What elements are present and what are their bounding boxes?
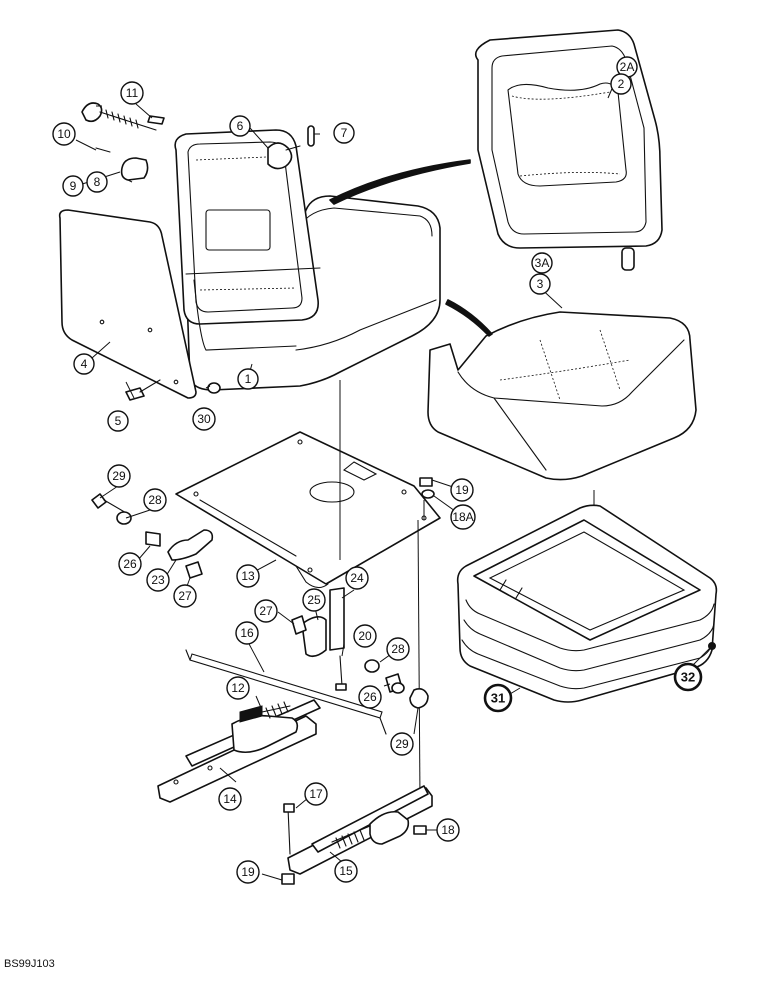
callout-32: 32: [673, 662, 703, 692]
callout-18: 18: [436, 818, 460, 842]
explode-arrow-cushion: [445, 299, 493, 337]
callout-17: 17: [304, 782, 328, 806]
callout-5: 5: [107, 410, 129, 432]
svg-text:28: 28: [391, 642, 405, 656]
svg-text:31: 31: [491, 691, 505, 706]
callout-23: 23: [146, 568, 170, 592]
svg-text:26: 26: [363, 690, 377, 704]
drawing-code: BS99J103: [4, 958, 55, 970]
svg-text:6: 6: [237, 119, 244, 133]
callout-3a: 3A: [531, 252, 553, 274]
callout-14: 14: [218, 787, 242, 811]
svg-text:29: 29: [395, 737, 409, 751]
callout-27-center: 27: [254, 599, 278, 623]
svg-text:11: 11: [126, 86, 139, 100]
callout-6: 6: [229, 115, 251, 137]
svg-text:30: 30: [197, 412, 211, 426]
callout-12: 12: [226, 676, 250, 700]
callout-26-center: 26: [358, 685, 382, 709]
callout-2a: 2A: [616, 56, 638, 78]
svg-text:3A: 3A: [535, 256, 550, 270]
callout-16: 16: [235, 621, 259, 645]
callout-24: 24: [345, 566, 369, 590]
svg-text:1: 1: [245, 372, 252, 386]
svg-text:15: 15: [339, 864, 353, 878]
callout-28-left: 28: [143, 488, 167, 512]
callout-7: 7: [333, 122, 355, 144]
callout-31: 31: [483, 683, 513, 713]
svg-text:29: 29: [112, 469, 126, 483]
svg-text:24: 24: [350, 571, 364, 585]
callout-25: 25: [302, 588, 326, 612]
svg-text:2A: 2A: [620, 60, 635, 74]
svg-text:7: 7: [341, 126, 348, 140]
knob-and-pin: [267, 125, 315, 170]
callout-13: 13: [236, 564, 260, 588]
svg-text:16: 16: [240, 626, 254, 640]
seat-cushion: [427, 311, 697, 481]
svg-text:26: 26: [123, 557, 137, 571]
callout-3: 3: [529, 273, 551, 295]
side-panel: [58, 209, 197, 399]
callout-2: 2: [610, 73, 632, 95]
svg-text:2: 2: [618, 77, 625, 91]
svg-text:19: 19: [455, 483, 469, 497]
callout-19-bottom: 19: [236, 860, 260, 884]
callout-1: 1: [237, 368, 259, 390]
mounting-plate: [175, 431, 441, 589]
callout-30: 30: [192, 407, 216, 431]
svg-text:9: 9: [70, 179, 77, 193]
svg-text:19: 19: [241, 865, 255, 879]
svg-text:28: 28: [148, 493, 162, 507]
left-slide-rail: [157, 699, 321, 803]
svg-text:13: 13: [241, 569, 255, 583]
svg-text:18A: 18A: [452, 510, 473, 524]
callout-29-left: 29: [107, 464, 131, 488]
callout-27-left: 27: [173, 584, 197, 608]
callout-20: 20: [353, 624, 377, 648]
svg-text:17: 17: [309, 787, 323, 801]
svg-text:20: 20: [358, 629, 372, 643]
svg-text:3: 3: [537, 277, 544, 291]
callout-19-top: 19: [450, 478, 474, 502]
svg-text:5: 5: [115, 414, 122, 428]
callout-10: 10: [52, 122, 76, 146]
adjuster-knob: [81, 102, 165, 181]
right-slide-rail: [281, 785, 433, 885]
bracket-hardware-left: [91, 493, 214, 579]
bolt-washer-center: [364, 659, 429, 709]
explode-arrow-back: [329, 159, 471, 205]
svg-text:32: 32: [681, 670, 695, 685]
lever-bracket: [291, 587, 347, 691]
suspension-boot: [456, 504, 718, 703]
callout-28-center: 28: [386, 637, 410, 661]
svg-text:12: 12: [231, 681, 245, 695]
callout-29-center: 29: [390, 732, 414, 756]
svg-text:14: 14: [223, 792, 237, 806]
tie-rod: [185, 649, 387, 735]
svg-text:10: 10: [57, 127, 71, 141]
callout-18a: 18A: [450, 504, 476, 530]
svg-text:4: 4: [81, 357, 88, 371]
callout-9: 9: [62, 175, 84, 197]
bolt-washer-right: [419, 477, 435, 499]
callout-26-left: 26: [118, 552, 142, 576]
svg-text:25: 25: [307, 593, 321, 607]
seat-assembly: [174, 129, 441, 391]
svg-text:27: 27: [178, 589, 192, 603]
callout-15: 15: [334, 859, 358, 883]
svg-text:23: 23: [151, 573, 165, 587]
svg-text:8: 8: [94, 175, 101, 189]
callout-11: 11: [120, 81, 144, 105]
svg-text:27: 27: [259, 604, 273, 618]
callout-4: 4: [73, 353, 95, 375]
callout-8: 8: [86, 171, 108, 193]
svg-text:18: 18: [441, 823, 455, 837]
